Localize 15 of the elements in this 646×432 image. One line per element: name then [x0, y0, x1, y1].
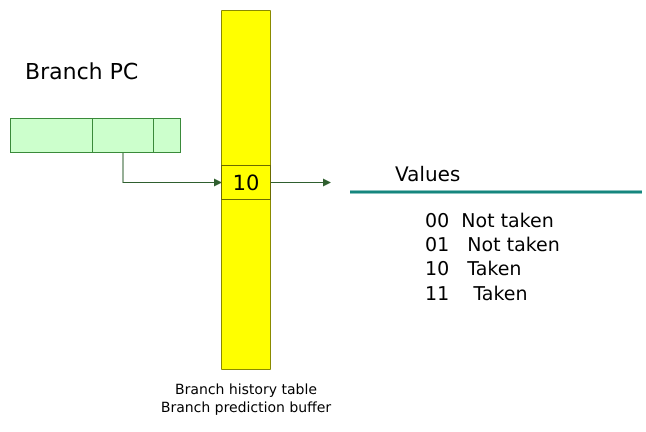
arrow: [270, 178, 331, 186]
table-caption: Branch prediction buffer: [160, 400, 332, 416]
register-field: [92, 118, 154, 153]
value-entry: 01 Not taken: [425, 234, 560, 256]
table-column: [221, 10, 271, 370]
values-heading: Values: [395, 162, 460, 186]
register-field: [153, 118, 181, 153]
value-entry: 00 Not taken: [425, 210, 554, 232]
register-label: Branch PC: [25, 60, 138, 85]
arrow: [122, 152, 222, 186]
value-entry: 10 Taken: [425, 258, 522, 280]
table-caption: Branch history table: [175, 382, 317, 398]
register-field: [10, 118, 93, 153]
table-entry: 10: [221, 165, 271, 200]
value-entry: 11 Taken: [425, 283, 528, 305]
